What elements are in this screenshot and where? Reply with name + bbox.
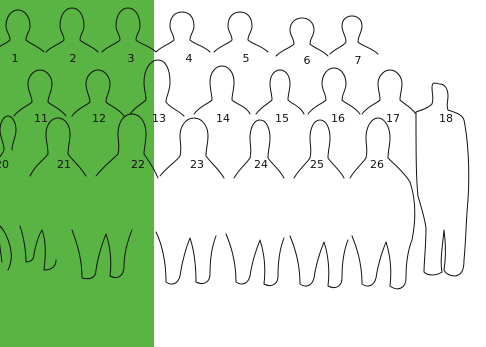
person-2: 2 [46, 8, 98, 65]
person-number-16: 16 [331, 112, 345, 125]
person-12: 12 [72, 70, 124, 125]
person-24: 24 [226, 120, 284, 286]
person-number-25: 25 [310, 158, 324, 171]
person-26: 26 [350, 118, 415, 289]
person-number-20: 20 [0, 158, 9, 171]
person-21: 21 [20, 118, 86, 270]
person-number-5: 5 [243, 52, 250, 65]
person-number-13: 13 [152, 112, 166, 125]
person-number-11: 11 [34, 112, 48, 125]
person-number-3: 3 [128, 52, 135, 65]
person-18: 18 [416, 83, 469, 276]
person-5: 5 [214, 12, 268, 65]
person-number-12: 12 [92, 112, 106, 125]
person-number-26: 26 [370, 158, 384, 171]
person-23: 23 [156, 118, 224, 284]
person-6: 6 [276, 18, 328, 67]
person-16: 16 [308, 68, 360, 125]
person-14: 14 [194, 66, 250, 125]
person-number-7: 7 [355, 54, 362, 67]
person-4: 4 [156, 12, 210, 65]
person-20: 20 [0, 116, 16, 270]
person-22: 22 [72, 114, 158, 279]
person-3: 3 [102, 8, 156, 65]
person-1: 1 [0, 10, 44, 65]
person-25: 25 [290, 120, 348, 288]
person-number-21: 21 [57, 158, 71, 171]
person-number-2: 2 [70, 52, 77, 65]
person-number-17: 17 [386, 112, 400, 125]
person-number-15: 15 [275, 112, 289, 125]
person-17: 17 [362, 70, 416, 125]
person-number-23: 23 [190, 158, 204, 171]
person-15: 15 [256, 70, 304, 125]
person-number-6: 6 [304, 54, 311, 67]
person-11: 11 [14, 70, 66, 125]
person-number-24: 24 [254, 158, 268, 171]
person-number-22: 22 [131, 158, 145, 171]
person-number-1: 1 [12, 52, 19, 65]
person-number-14: 14 [216, 112, 230, 125]
person-number-4: 4 [186, 52, 193, 65]
person-number-18: 18 [439, 112, 453, 125]
person-7: 7 [330, 16, 378, 67]
